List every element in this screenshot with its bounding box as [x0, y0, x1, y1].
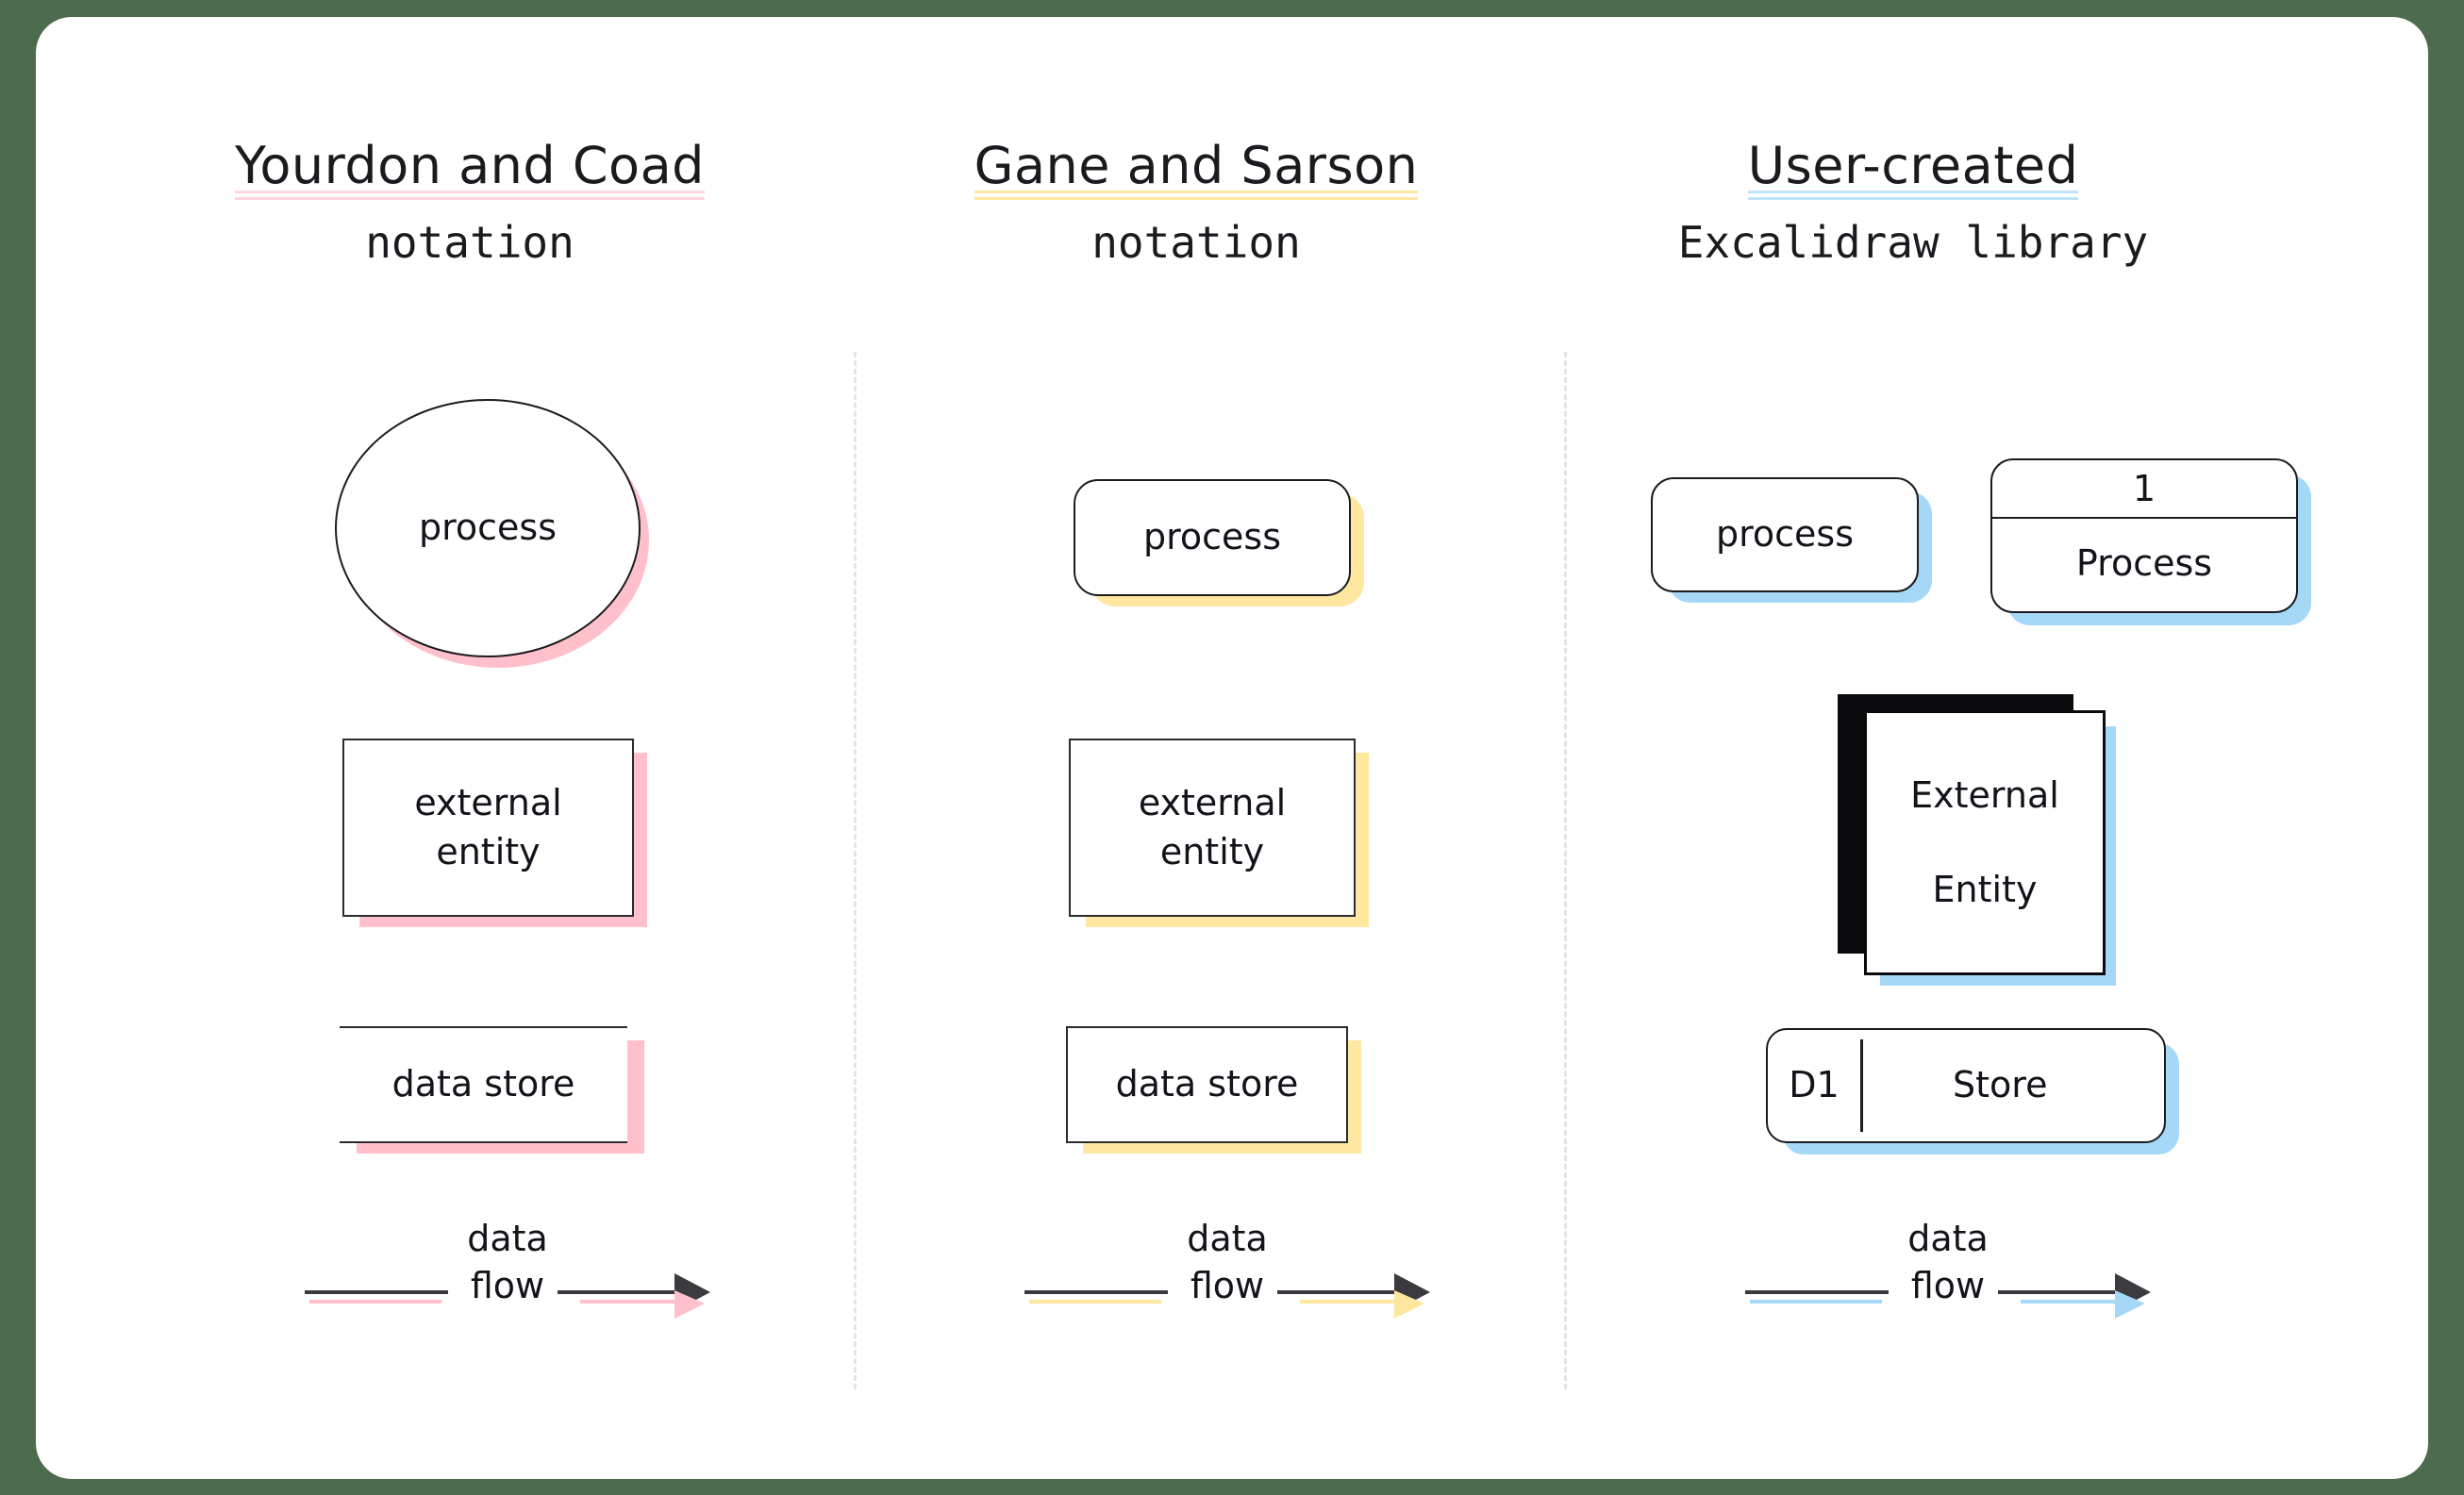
process-shape-col2[interactable]: process: [1074, 479, 1351, 596]
external-entity-label-line1-col3: External: [1910, 774, 2059, 817]
external-entity-label-line2-col3: Entity: [1932, 868, 2038, 910]
data-flow-label-col3: data flow: [1907, 1218, 1989, 1307]
column-user-created: User-created Excalidraw library: [1545, 17, 2281, 1479]
process-pill-shape-col3[interactable]: process: [1651, 477, 1919, 592]
data-store-divider-col3: [1860, 1039, 1863, 1132]
data-flow-arrow-svg-col2: [1024, 1273, 1430, 1319]
numbered-process-shape-col3[interactable]: 1 Process: [1990, 458, 2298, 613]
column-3-title-wrap: User-created: [1545, 139, 2281, 201]
numbered-process-number: 1: [1992, 460, 2296, 519]
external-entity-shape-col2[interactable]: external entity: [1069, 739, 1356, 917]
process-pill-label-col3: process: [1715, 513, 1855, 556]
data-store-shape-col3[interactable]: D1 Store: [1766, 1028, 2166, 1143]
column-divider-1: [854, 352, 857, 1389]
column-1-title-wrap: Yourdon and Coad: [102, 139, 838, 201]
column-3-title: User-created: [1747, 139, 2079, 201]
data-store-id-col3: D1: [1789, 1064, 1840, 1106]
data-flow-arrow-svg-col3: [1745, 1273, 2151, 1319]
external-entity-label-col1: external entity: [414, 782, 562, 872]
data-flow-arrow-col1[interactable]: data flow: [305, 1215, 710, 1366]
external-entity-label-col2: external entity: [1138, 782, 1287, 872]
column-yourdon-coad: Yourdon and Coad notation: [102, 17, 838, 1479]
column-2-title-wrap: Gane and Sarson: [828, 139, 1564, 201]
column-divider-2: [1564, 352, 1567, 1389]
column-1-title-text: Yourdon and Coad: [235, 136, 705, 195]
title-underline-outer: [974, 190, 1419, 193]
column-3-title-text: User-created: [1747, 136, 2079, 195]
data-flow-label-col1: data flow: [467, 1218, 548, 1307]
data-flow-label-col2: data flow: [1187, 1218, 1268, 1307]
data-store-label-col3: Store: [1953, 1064, 2048, 1106]
numbered-process-label: Process: [2075, 541, 2213, 584]
title-underline-outer: [1747, 190, 2079, 193]
title-underline-outer: [235, 190, 705, 193]
external-entity-shape-col3[interactable]: External Entity: [1864, 710, 2106, 975]
process-circle-shape[interactable]: process: [335, 399, 641, 657]
column-1-subtitle: notation: [365, 217, 574, 268]
data-store-shape-col2[interactable]: data store: [1066, 1026, 1348, 1143]
column-gane-sarson: Gane and Sarson notation: [828, 17, 1564, 1479]
column-1-title: Yourdon and Coad: [235, 139, 705, 201]
numbered-process-body: Process: [1992, 519, 2296, 608]
data-flow-arrow-col2[interactable]: data flow: [1024, 1215, 1430, 1366]
column-2-title: Gane and Sarson: [974, 139, 1419, 201]
column-3-subtitle: Excalidraw library: [1677, 217, 2149, 268]
data-store-label-col2: data store: [1115, 1063, 1299, 1105]
data-store-label-col1: data store: [391, 1063, 575, 1105]
process-label-col2: process: [1142, 516, 1282, 558]
column-2-subtitle: notation: [1091, 217, 1301, 268]
whiteboard-card: Yourdon and Coad notation process extern…: [36, 17, 2428, 1479]
data-flow-arrow-col3[interactable]: data flow: [1745, 1215, 2151, 1366]
title-underline-inner: [1747, 196, 2079, 200]
external-entity-shape-col1[interactable]: external entity: [342, 739, 634, 917]
column-2-title-text: Gane and Sarson: [974, 136, 1419, 195]
title-underline-inner: [974, 196, 1419, 200]
title-underline-inner: [235, 196, 705, 200]
data-flow-arrow-svg-col1: [305, 1273, 710, 1319]
data-store-shape-col1[interactable]: data store: [340, 1026, 627, 1143]
process-circle-label: process: [418, 507, 558, 549]
